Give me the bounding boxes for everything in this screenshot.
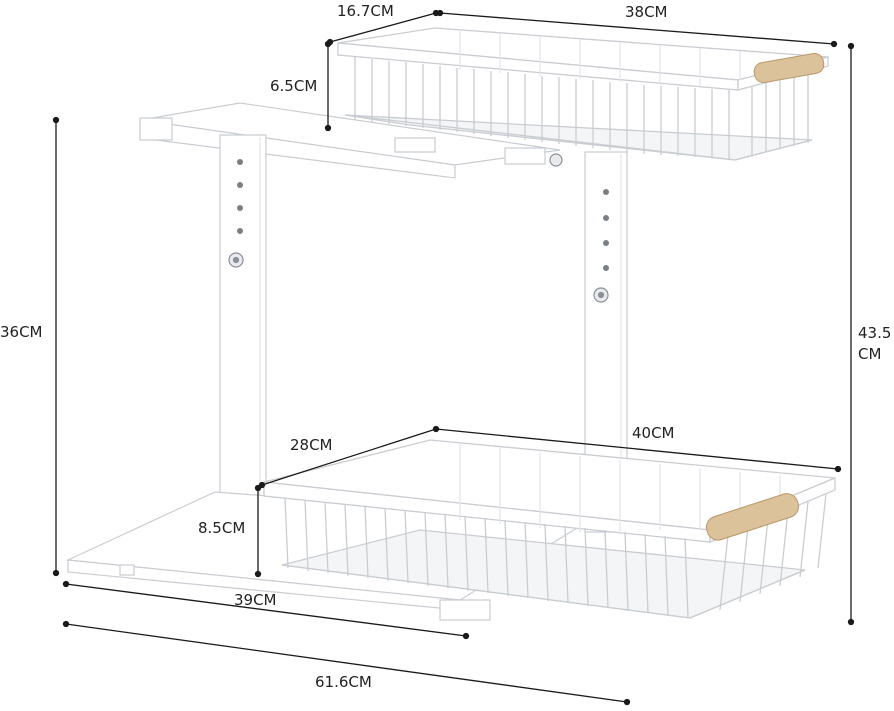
- total-height-label-line1: 43.5: [858, 324, 892, 342]
- adjust-knobs: [228, 153, 609, 303]
- top-handle-icon: [753, 53, 825, 83]
- top-basket-depth-label: 16.7CM: [337, 2, 394, 20]
- bottom-basket-width-label: 40CM: [632, 424, 675, 442]
- post-holes: [237, 159, 609, 271]
- bottom-handle-icon: [705, 493, 799, 541]
- bottom-basket-height-label: 8.5CM: [198, 519, 246, 537]
- frame-height-label: 36CM: [0, 323, 43, 341]
- bottom-basket: [263, 439, 836, 619]
- top-basket-height-label: 6.5CM: [270, 77, 318, 95]
- top-basket-slide: [394, 137, 546, 165]
- total-height-label-line2: CM: [858, 345, 882, 363]
- top-basket-width-label: 38CM: [625, 3, 668, 21]
- total-width-label: 61.6CM: [315, 673, 372, 691]
- dimension-lines: [52, 9, 855, 706]
- base-depth-label: 39CM: [234, 591, 277, 609]
- bottom-basket-depth-label: 28CM: [290, 436, 333, 454]
